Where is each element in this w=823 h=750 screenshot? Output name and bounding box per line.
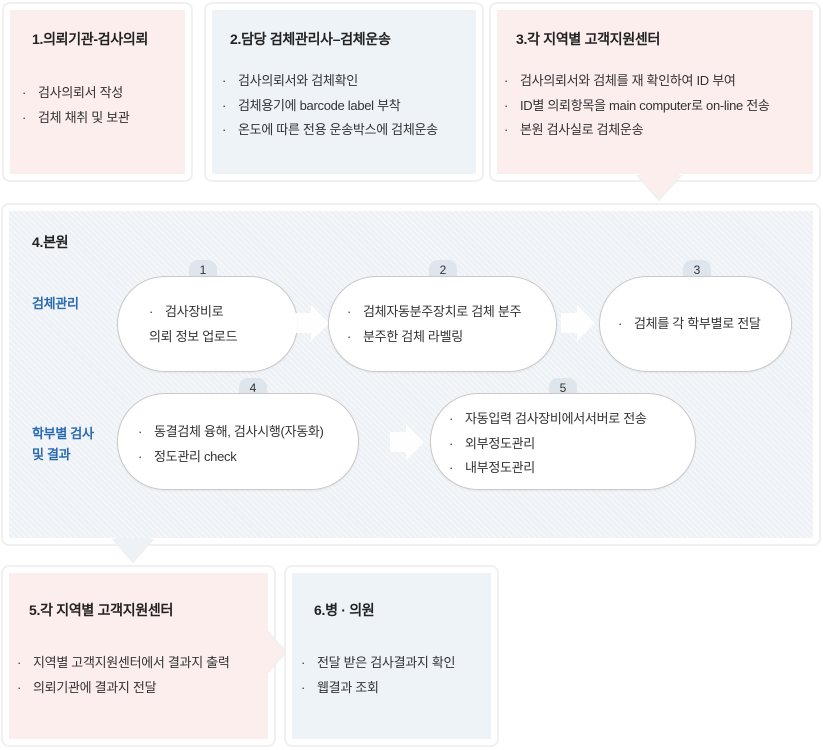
step-box-3: 3.각 지역별 고객지원센터 ·검사의뢰서와 검체를 재 확인하여 ID 부여 … bbox=[489, 2, 821, 182]
step-box-6: 6.병 · 의원 ·전달 받은 검사결과지 확인 ·웹결과 조회 bbox=[284, 565, 499, 747]
list-item: 의뢰 정보 업로드 bbox=[149, 328, 238, 344]
step-number-1: 1 bbox=[189, 260, 217, 278]
list-item: ·검사장비로 bbox=[149, 304, 224, 319]
list-item: ·정도관리 check bbox=[138, 448, 237, 464]
step-number-4: 4 bbox=[239, 378, 267, 396]
step-number-5: 5 bbox=[549, 378, 577, 396]
step-box-2: 2.담당 검체관리사–검체운송 ·검사의뢰서와 검체확인 ·검체용기에 barc… bbox=[204, 2, 484, 182]
box-1-title: 1.의뢰기관-검사의뢰 bbox=[32, 31, 149, 47]
box-5-title: 5.각 지역별 고객지원센터 bbox=[29, 602, 174, 618]
section-4-main-lab: 4.본원 검체관리 학부별 검사 및 결과 1 ·검사장비로 의뢰 정보 업로드… bbox=[1, 203, 821, 546]
box-2-title: 2.담당 검체관리사–검체운송 bbox=[230, 31, 391, 47]
list-item: ·의뢰기관에 결과지 전달 bbox=[17, 679, 157, 695]
step-pill-2: ·검체자동분주장치로 검체 분주 ·분주한 검체 라벨링 bbox=[328, 276, 557, 372]
list-item: ·내부정도관리 bbox=[449, 460, 535, 475]
list-item: ·검체용기에 barcode label 부착 bbox=[222, 97, 401, 113]
section-4-title: 4.본원 bbox=[32, 234, 69, 250]
box-1-list: ·검사의뢰서 작성 ·검체 채취 및 보관 bbox=[22, 81, 130, 130]
list-item: ·검체 채취 및 보관 bbox=[22, 109, 130, 125]
box-6-title: 6.병 · 의원 bbox=[314, 602, 375, 618]
flow-arrow-right-icon bbox=[266, 630, 288, 674]
list-item: ·전달 받은 검사결과지 확인 bbox=[301, 655, 456, 670]
step-pill-5: ·자동입력 검사장비에서서버로 전송 ·외부정도관리 ·내부정도관리 bbox=[430, 393, 696, 490]
list-item: ·검사의뢰서와 검체확인 bbox=[222, 73, 358, 88]
box-2-list: ·검사의뢰서와 검체확인 ·검체용기에 barcode label 부착 ·온도… bbox=[222, 69, 438, 143]
list-item: ·검사의뢰서와 검체를 재 확인하여 ID 부여 bbox=[504, 73, 736, 88]
step-pill-3: ·검체를 각 학부별로 전달 bbox=[599, 276, 792, 372]
step-pill-1: ·검사장비로 의뢰 정보 업로드 bbox=[117, 276, 298, 372]
row-label-specimen: 검체관리 bbox=[32, 296, 79, 311]
step-pill-4: ·동결검체 융해, 검사시행(자동화) ·정도관리 check bbox=[117, 393, 359, 490]
step-number-3: 3 bbox=[683, 260, 711, 278]
list-item: ·검체를 각 학부별로 전달 bbox=[618, 316, 761, 331]
list-item: ·검체자동분주장치로 검체 분주 bbox=[347, 304, 522, 319]
flow-arrow-down-icon bbox=[112, 538, 154, 564]
box-5-list: ·지역별 고객지원센터에서 결과지 출력 ·의뢰기관에 결과지 전달 bbox=[17, 651, 230, 700]
list-item: ·ID별 의뢰항목을 main computer로 on-line 전송 bbox=[504, 97, 770, 113]
row-label-dept-test-1: 학부별 검사 bbox=[32, 426, 94, 441]
list-item: ·지역별 고객지원센터에서 결과지 출력 bbox=[17, 655, 230, 670]
chevron-right-icon bbox=[561, 305, 595, 341]
list-item: ·자동입력 검사장비에서서버로 전송 bbox=[449, 411, 647, 426]
list-item: ·분주한 검체 라벨링 bbox=[347, 328, 463, 344]
box-3-title: 3.각 지역별 고객지원센터 bbox=[516, 31, 661, 47]
list-item: ·검사의뢰서 작성 bbox=[22, 85, 123, 100]
box-6-list: ·전달 받은 검사결과지 확인 ·웹결과 조회 bbox=[301, 651, 456, 700]
chevron-right-icon bbox=[390, 424, 424, 460]
step-number-2: 2 bbox=[429, 260, 457, 278]
list-item: ·본원 검사실로 검체운송 bbox=[504, 122, 644, 137]
step-box-5: 5.각 지역별 고객지원센터 ·지역별 고객지원센터에서 결과지 출력 ·의뢰기… bbox=[1, 565, 276, 747]
step-box-1: 1.의뢰기관-검사의뢰 ·검사의뢰서 작성 ·검체 채취 및 보관 bbox=[2, 2, 193, 182]
row-label-dept-test-2: 및 결과 bbox=[32, 447, 71, 462]
list-item: ·온도에 따른 전용 운송박스에 검체운송 bbox=[222, 122, 438, 137]
list-item: ·동결검체 융해, 검사시행(자동화) bbox=[138, 424, 324, 439]
box-3-list: ·검사의뢰서와 검체를 재 확인하여 ID 부여 ·ID별 의뢰항목을 main… bbox=[504, 69, 770, 143]
list-item: ·웹결과 조회 bbox=[301, 679, 379, 695]
chevron-right-icon bbox=[295, 305, 329, 341]
list-item: ·외부정도관리 bbox=[449, 435, 535, 451]
flow-arrow-down-icon bbox=[636, 174, 682, 202]
